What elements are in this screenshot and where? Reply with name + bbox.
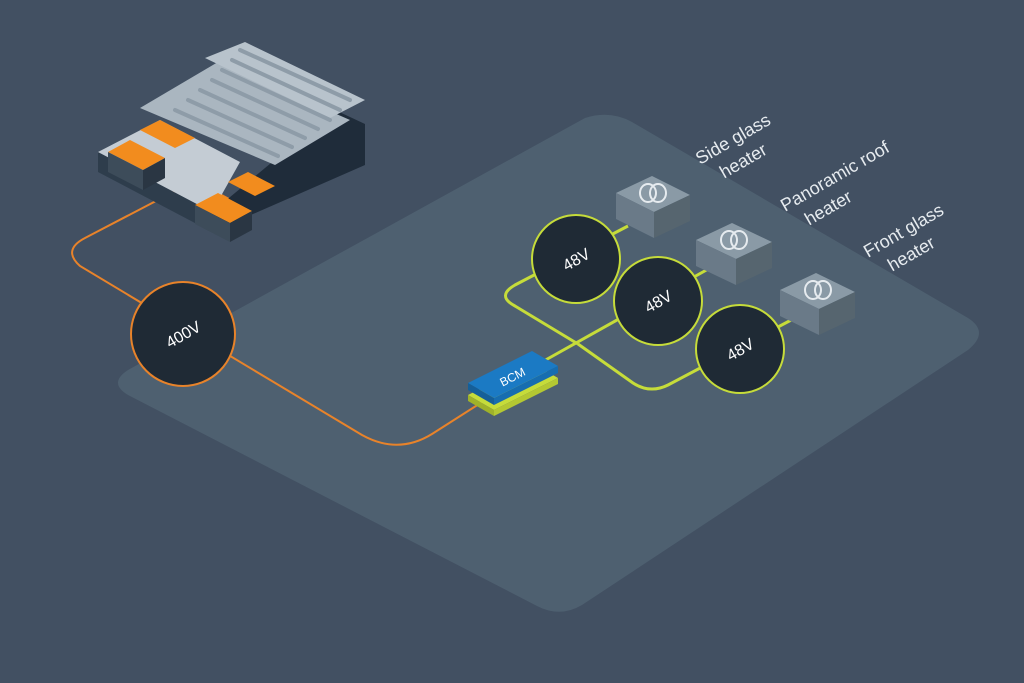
heater-coil-icon <box>804 280 832 300</box>
side-glass-heater-box <box>616 176 690 238</box>
heater-coil-icon <box>720 230 748 250</box>
front-glass-heater-box <box>780 273 855 335</box>
high-voltage-cable <box>71 177 491 446</box>
roof-voltage-badge: 48V <box>613 256 703 346</box>
battery-voltage-badge: 400V <box>130 281 236 387</box>
heater-coil-icon <box>639 183 667 203</box>
side-voltage-badge: 48V <box>531 214 621 304</box>
front-voltage-badge: 48V <box>695 304 785 394</box>
bcm-module: BCM <box>468 351 558 416</box>
panoramic-roof-heater-box <box>696 223 772 285</box>
battery-pack-icon <box>98 42 365 242</box>
